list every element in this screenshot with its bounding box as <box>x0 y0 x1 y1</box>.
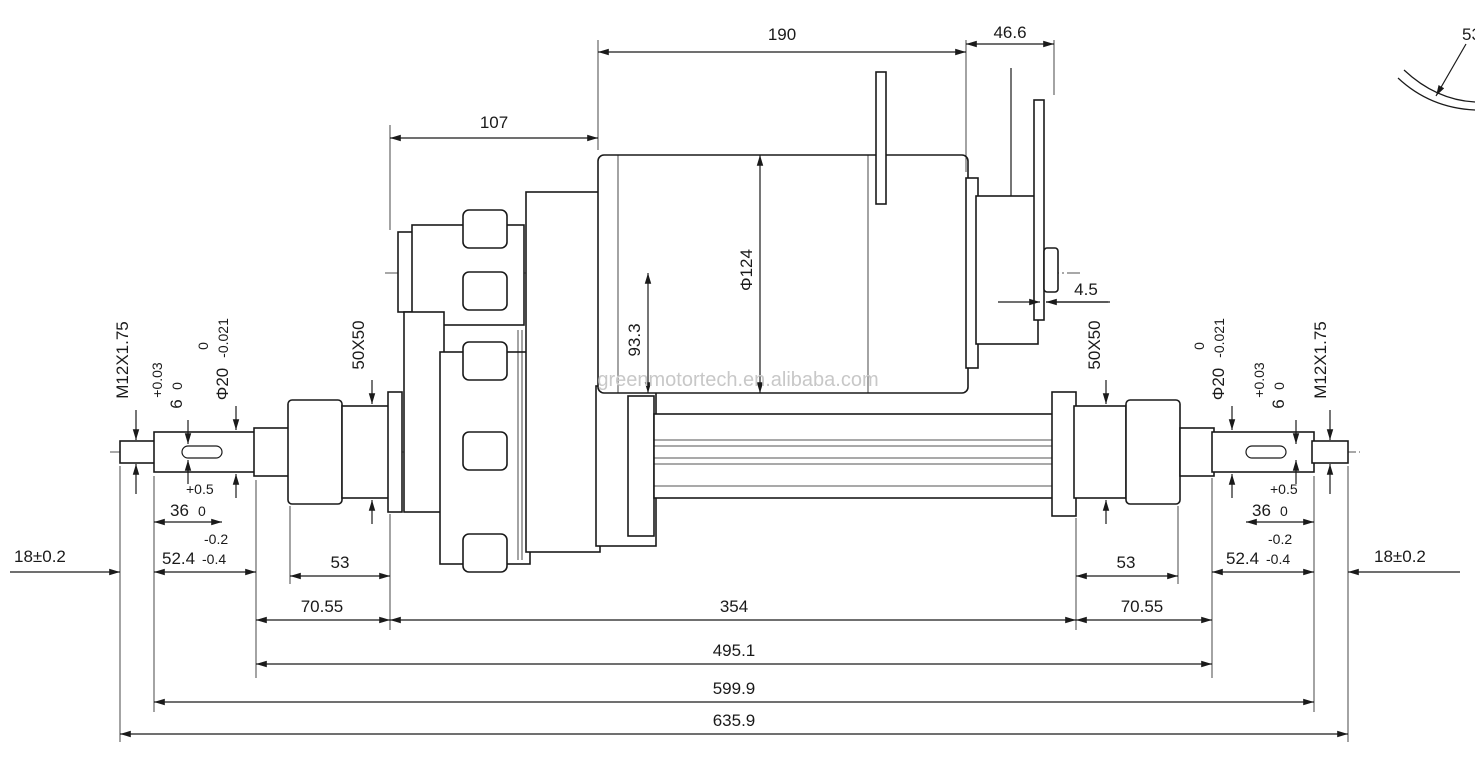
dim-encoder-length: 46.6 <box>993 23 1026 42</box>
dim-key-square-right: 50X50 <box>1085 320 1104 369</box>
shaft-tol-left-top: 0 <box>195 342 211 350</box>
keyway-len-left-tol-top: +0.5 <box>186 481 214 497</box>
shaft-len-left-tol-top: -0.2 <box>204 531 228 547</box>
keyway-len-right: 36 <box>1252 501 1271 520</box>
shaft-dia-right: Φ20 <box>1209 368 1228 400</box>
end-left: 18±0.2 <box>14 547 66 566</box>
dim-overall-2: 599.9 <box>713 679 756 698</box>
shaft-tol-right-bottom: -0.021 <box>1211 318 1227 358</box>
dim-center-height: 93.3 <box>625 323 644 356</box>
bottom-dimensions <box>10 380 1460 742</box>
watermark: greenmotortech.en.alibaba.com <box>597 369 878 391</box>
axle-tube <box>653 413 1055 499</box>
top-dimensions <box>389 40 1110 393</box>
shaft-len-right-tol-top: -0.2 <box>1268 531 1292 547</box>
gearbox <box>397 191 657 573</box>
thread-left: M12X1.75 <box>113 321 132 399</box>
keyway-tol-left-bottom: 0 <box>169 382 185 390</box>
shaft-len-left-tol-bottom: -0.4 <box>202 551 226 567</box>
keyway-tol-right-bottom: 0 <box>1271 382 1287 390</box>
shaft-len-right: 52.4 <box>1226 549 1259 568</box>
keyway-len-left-tol-bottom: 0 <box>198 503 206 519</box>
shaft-len-left: 52.4 <box>162 549 195 568</box>
dim-bearing-left: 53 <box>331 553 350 572</box>
dim-axle-mid: 354 <box>720 597 748 616</box>
keyway-width-left: 6 <box>167 399 186 408</box>
dim-motor-length: 190 <box>768 25 796 44</box>
keyway-tol-right-top: +0.03 <box>1251 362 1267 398</box>
keyway-len-right-tol-bottom: 0 <box>1280 503 1288 519</box>
dim-gearbox-offset: 107 <box>480 113 508 132</box>
thread-right: M12X1.75 <box>1311 321 1330 399</box>
corner-fragment <box>1397 43 1475 111</box>
shaft-dia-left: Φ20 <box>213 368 232 400</box>
dim-motor-diameter: Φ124 <box>737 249 756 291</box>
corner-partial-label: 53 <box>1462 25 1475 44</box>
dim-overall-3: 635.9 <box>713 711 756 730</box>
motor <box>597 68 1059 394</box>
shaft-len-right-tol-bottom: -0.4 <box>1266 551 1290 567</box>
dim-hub-right: 70.55 <box>1121 597 1164 616</box>
keyway-len-right-tol-top: +0.5 <box>1270 481 1298 497</box>
left-shaft <box>119 391 403 513</box>
keyway-tol-left-top: +0.03 <box>149 362 165 398</box>
shaft-tol-right-top: 0 <box>1191 342 1207 350</box>
dim-hub-left: 70.55 <box>301 597 344 616</box>
dim-overall-1: 495.1 <box>713 641 756 660</box>
shaft-tol-left-bottom: -0.021 <box>215 318 231 358</box>
dim-key-square-left: 50X50 <box>349 320 368 369</box>
keyway-width-right: 6 <box>1269 399 1288 408</box>
right-shaft <box>1051 391 1349 517</box>
end-right: 18±0.2 <box>1374 547 1426 566</box>
dim-encoder-gap: 4.5 <box>1074 280 1098 299</box>
keyway-len-left: 36 <box>170 501 189 520</box>
dim-bearing-right: 53 <box>1117 553 1136 572</box>
